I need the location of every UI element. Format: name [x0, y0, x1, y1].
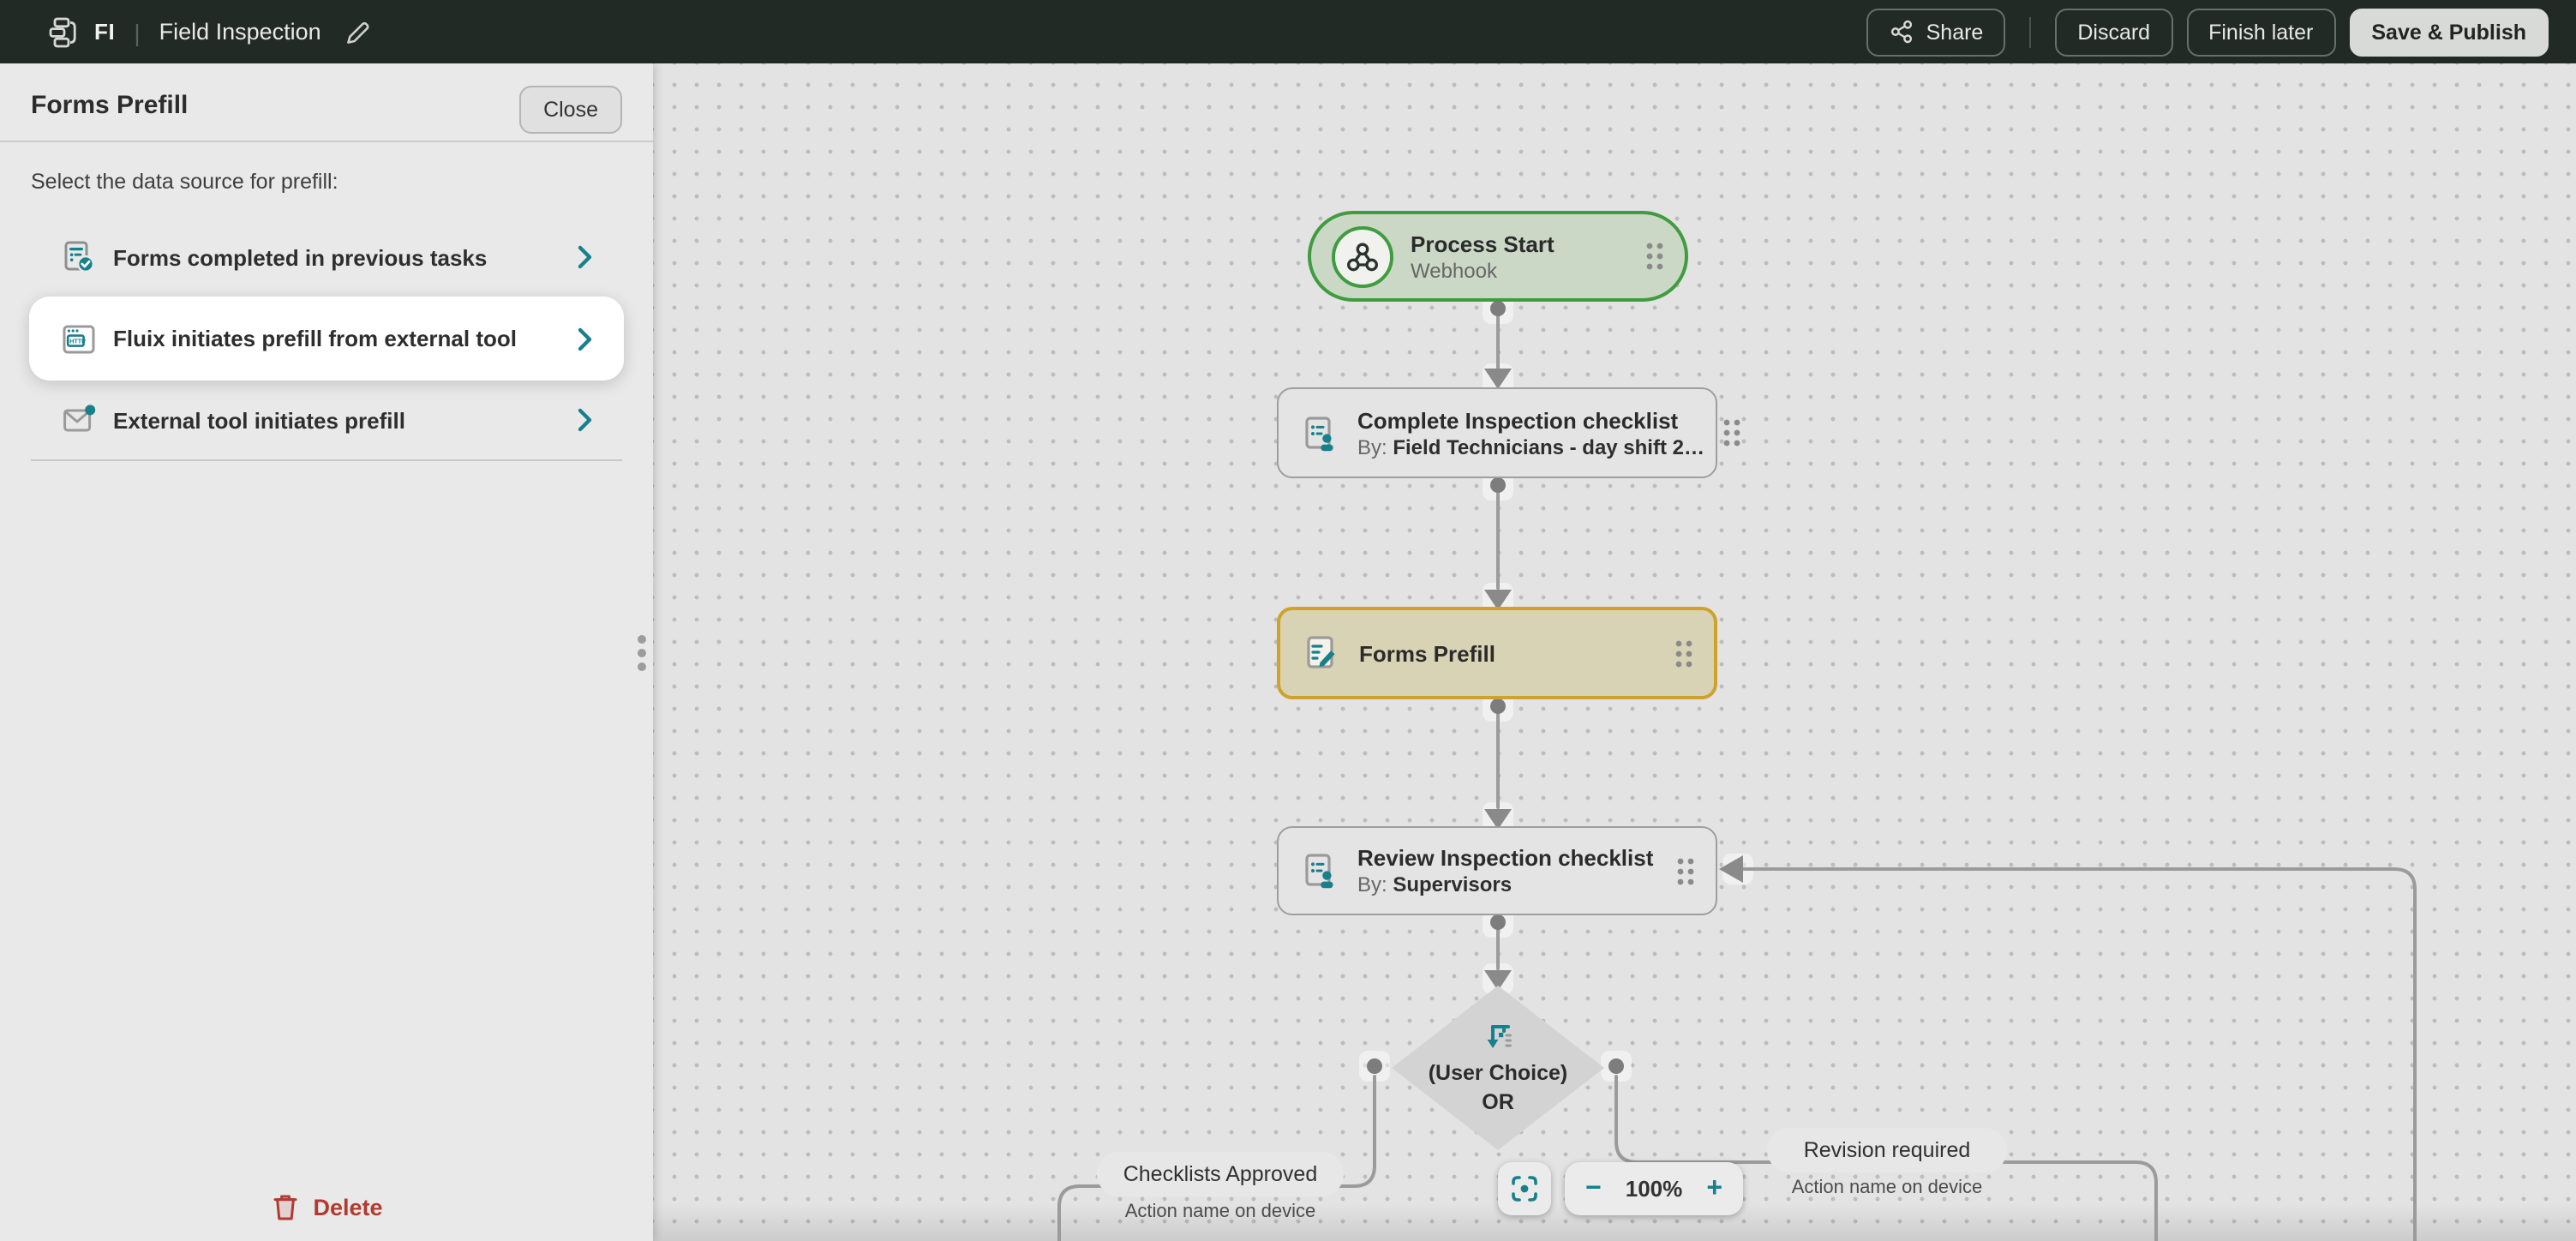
node-gateway-or[interactable]: (User Choice) OR [1392, 986, 1604, 1150]
option-forms-completed-in-previous-tasks[interactable]: Forms completed in previous tasks [29, 218, 624, 297]
fit-view-button[interactable] [1498, 1162, 1551, 1215]
save-publish-button[interactable]: Save & Publish [2349, 8, 2549, 56]
checklist-person-icon [1299, 850, 1340, 891]
process-title: Field Inspection [159, 19, 321, 45]
zoom-level: 100% [1625, 1176, 1683, 1202]
finish-later-label: Finish later [2208, 20, 2314, 44]
option-label: Fluix initiates prefill from external to… [113, 326, 517, 351]
top-bar: FI | Field Inspection Share [0, 0, 2576, 63]
chevron-right-icon [578, 327, 593, 351]
outcome-revision-required[interactable]: Revision required [1767, 1128, 2007, 1172]
finish-later-button[interactable]: Finish later [2186, 8, 2336, 56]
node-forms-prefill[interactable]: Forms Prefill [1277, 607, 1717, 699]
connector-loop-review [1740, 867, 2417, 1241]
node-complete-inspection-checklist[interactable]: Complete Inspection checklist By: Field … [1277, 387, 1740, 478]
outcome-sublabel: Action name on device [1124, 1202, 1316, 1222]
node-assignee: By: Field Technicians - day shift 2… [1357, 435, 1704, 459]
svg-text:HTTP: HTTP [69, 337, 86, 345]
node-review-inspection-checklist[interactable]: Review Inspection checklist By: Supervis… [1277, 826, 1717, 915]
title-separator: | [134, 18, 141, 45]
options-divider [31, 459, 622, 461]
option-fluix-initiates-prefill-from-external-tool[interactable]: HTTP Fluix initiates prefill from extern… [29, 297, 624, 381]
zoom-out-button[interactable]: − [1585, 1173, 1602, 1202]
outcome-sublabel: Action name on device [1791, 1178, 1983, 1198]
close-panel-button[interactable]: Close [519, 86, 622, 134]
discard-button[interactable]: Discard [2055, 8, 2173, 56]
node-title: Forms Prefill [1359, 640, 1495, 666]
drag-handle-icon[interactable] [1645, 242, 1664, 271]
forms-prefill-panel: Forms Prefill Close Select the data sour… [0, 63, 653, 1241]
gateway-label: (User Choice) [1428, 1060, 1568, 1085]
outcome-label: Checklists Approved [1123, 1162, 1318, 1186]
chevron-right-icon [578, 245, 593, 269]
node-title: Complete Inspection checklist [1357, 407, 1679, 433]
form-pencil-icon [1301, 632, 1342, 674]
option-external-tool-initiates-prefill[interactable]: External tool initiates prefill [29, 381, 624, 459]
chevron-right-icon [578, 408, 593, 432]
delete-button[interactable]: Delete [0, 1191, 653, 1222]
drag-handle-icon[interactable] [1722, 418, 1740, 447]
share-button[interactable]: Share [1866, 8, 2006, 56]
gateway-operator: OR [1482, 1090, 1514, 1114]
drag-handle-icon[interactable] [1674, 638, 1693, 668]
zoom-control: − 100% + [1565, 1162, 1743, 1215]
outcome-checklists-approved[interactable]: Checklists Approved [1097, 1152, 1344, 1196]
drag-handle-icon[interactable] [1676, 856, 1695, 885]
topbar-divider [2029, 16, 2032, 47]
option-label: External tool initiates prefill [113, 407, 405, 433]
share-label: Share [1926, 20, 1984, 44]
branch-icon [1481, 1020, 1515, 1054]
outcome-label: Revision required [1803, 1138, 1971, 1162]
checklist-person-icon [1299, 412, 1340, 453]
panel-header-divider [0, 141, 653, 142]
node-title: Process Start [1411, 231, 1555, 256]
panel-resize-handle[interactable] [638, 634, 646, 670]
node-subtitle: Webhook [1411, 258, 1497, 282]
delete-label: Delete [313, 1194, 383, 1220]
workflow-builder-icon[interactable] [48, 16, 77, 47]
option-label: Forms completed in previous tasks [113, 244, 488, 270]
zoom-in-button[interactable]: + [1706, 1173, 1722, 1202]
webhook-icon [1332, 225, 1393, 287]
trash-icon [270, 1191, 299, 1222]
node-title: Review Inspection checklist [1357, 845, 1654, 871]
process-initials: FI [94, 19, 116, 45]
panel-title: Forms Prefill [31, 91, 189, 120]
mail-dot-icon [60, 401, 98, 439]
focus-icon [1508, 1172, 1541, 1205]
share-icon [1889, 19, 1914, 45]
save-publish-label: Save & Publish [2371, 20, 2526, 44]
prefill-source-options: Forms completed in previous tasks HTTP [29, 218, 624, 461]
node-process-start[interactable]: Process Start Webhook [1308, 211, 1688, 302]
edit-title-icon[interactable] [345, 18, 373, 45]
form-check-icon [60, 238, 98, 276]
http-window-icon: HTTP [60, 320, 98, 357]
panel-description: Select the data source for prefill: [31, 170, 338, 194]
discard-label: Discard [2077, 20, 2151, 44]
node-assignee: By: Supervisors [1357, 872, 1513, 896]
